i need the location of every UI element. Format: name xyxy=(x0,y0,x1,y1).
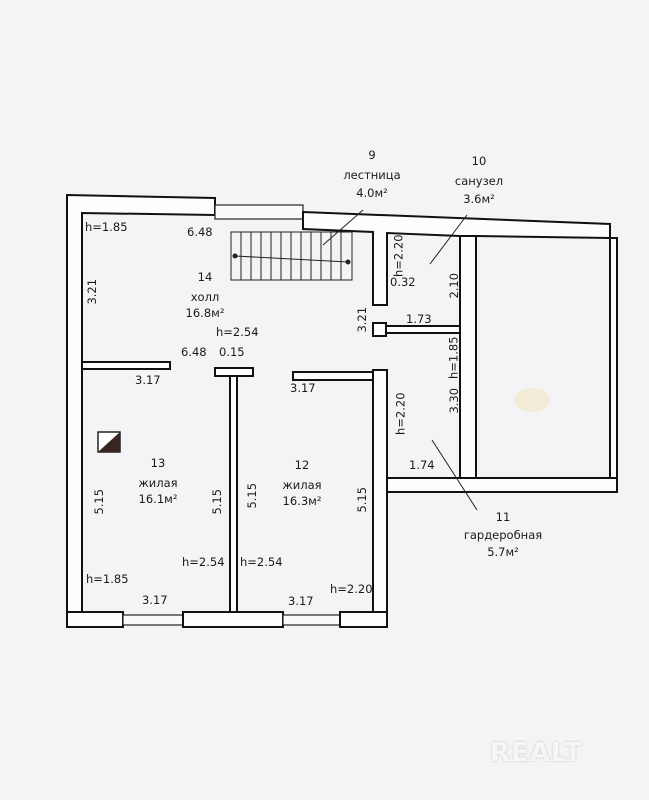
room-14-area: 16.8м² xyxy=(185,306,225,320)
stain xyxy=(514,388,550,412)
dim-label: h=2.54 xyxy=(240,555,283,569)
partition-left xyxy=(81,361,171,370)
dim-label: 3.21 xyxy=(85,278,100,305)
wall-bottom-a xyxy=(66,611,124,628)
room-12-name: жилая xyxy=(282,478,322,492)
dim-label: 2.10 xyxy=(447,272,462,299)
leader-9 xyxy=(322,209,364,246)
dim-label: 1.74 xyxy=(409,458,435,472)
dim-label: 3.17 xyxy=(290,381,316,395)
room-11-number: 11 xyxy=(495,510,511,524)
room-9-area: 4.0м² xyxy=(356,186,388,200)
dim-label: 5.15 xyxy=(210,488,225,515)
dim-label: 3.17 xyxy=(142,593,168,607)
chimney-icon xyxy=(97,431,121,453)
dim-label: 5.15 xyxy=(355,486,370,513)
room-12-number: 12 xyxy=(294,458,310,472)
partition-center xyxy=(229,375,238,613)
room-14-number: 14 xyxy=(197,270,213,284)
wall-inner-right xyxy=(372,369,388,628)
dim-label: 3.17 xyxy=(135,373,161,387)
dim-label: h=2.20 xyxy=(330,582,373,596)
room-9-number: 9 xyxy=(368,148,376,162)
leader-11 xyxy=(431,439,478,511)
dim-label: h=2.20 xyxy=(393,392,408,436)
wall-bottom-c xyxy=(339,611,388,628)
partition-right xyxy=(292,371,374,381)
wall-bottom-b xyxy=(182,611,284,628)
room-10-name: санузел xyxy=(454,174,504,188)
room-13-name: жилая xyxy=(138,476,178,490)
dim-label: h=1.85 xyxy=(86,572,129,586)
dim-label: h=2.54 xyxy=(182,555,225,569)
partition-center-cap xyxy=(214,367,254,377)
room-10-number: 10 xyxy=(471,154,487,168)
room-14-name: холл xyxy=(190,290,220,304)
dim-label: 0.32 xyxy=(390,275,416,289)
room-13-number: 13 xyxy=(150,456,166,470)
room-9-name: лестница xyxy=(343,168,401,182)
window-bottom-left xyxy=(122,614,184,626)
dim-label: h=2.20 xyxy=(391,234,406,278)
room-11-area: 5.7м² xyxy=(487,545,519,559)
leader-10 xyxy=(429,214,468,265)
dim-label: 5.15 xyxy=(245,482,260,509)
wall-top-right xyxy=(302,210,611,306)
room-11-name: гардеробная xyxy=(463,528,543,542)
wall-right xyxy=(609,237,618,479)
watermark-logo: REALT xyxy=(490,738,583,768)
dim-label: h=2.54 xyxy=(216,325,259,339)
room-13-area: 16.1м² xyxy=(138,492,178,506)
wall-column xyxy=(459,235,477,479)
dim-label: 0.15 xyxy=(219,345,245,359)
wall-horizontal-right xyxy=(386,477,618,493)
dim-label: 6.48 xyxy=(187,225,213,239)
dim-label: 3.17 xyxy=(288,594,314,608)
room-12-area: 16.3м² xyxy=(282,494,322,508)
dim-label: 5.15 xyxy=(92,488,107,515)
dim-label: 6.48 xyxy=(181,345,207,359)
window-bottom-right xyxy=(282,614,341,626)
dim-label: h=1.85 xyxy=(85,220,128,234)
dim-label: h=1.85 xyxy=(446,336,461,380)
dim-label: 3.21 xyxy=(355,306,370,333)
partition-bath xyxy=(385,325,461,334)
dim-label: 3.30 xyxy=(447,387,462,414)
dim-label: 1.73 xyxy=(406,312,432,326)
window-top xyxy=(214,204,304,220)
staircase xyxy=(230,231,353,281)
room-10-area: 3.6м² xyxy=(463,192,495,206)
wall-top-left xyxy=(66,193,216,613)
pillar xyxy=(372,322,387,337)
